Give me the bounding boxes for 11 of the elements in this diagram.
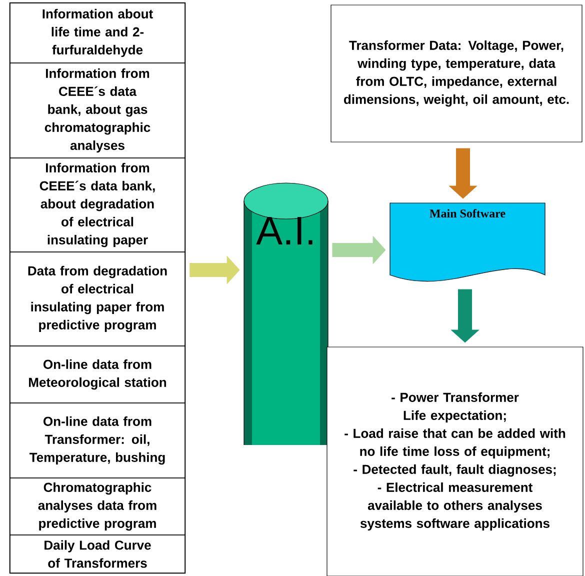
info-cell: On-line data from Meteorological station: [10, 346, 186, 404]
info-cell: Information from CEEE´s data bank, about degradation of electrical insulating paper: [10, 158, 186, 252]
info-cell: Information about life time and 2-furfuraldehyde: [10, 2, 186, 64]
info-cell: Data from degradation of electrical insulating paper from predictive program: [10, 252, 186, 346]
database-cylinder: A.I.: [244, 182, 328, 446]
info-cell: Chromatographic analyses data from predictive program: [10, 478, 186, 536]
info-cell: On-line data from Transformer: oil, Temperature, bushing: [10, 402, 186, 478]
info-cell: Daily Load Curve of Transformers: [10, 534, 186, 574]
data-box: Transformer Data: Voltage, Power, winding type, temperature, data from OLTC, impedance, external dimensions, weight, oil amount, etc.: [330, 4, 582, 142]
info-cell: Information from CEEE´s data bank, about gas chromatographic analyses: [10, 62, 186, 158]
result-box: - Power Transformer Life expectation; - Load raise that can be added with no life time loss of equipment; - Detected fault, fault diagnoses; - Electrical measurement available to others analyses systems software applications: [326, 346, 584, 576]
